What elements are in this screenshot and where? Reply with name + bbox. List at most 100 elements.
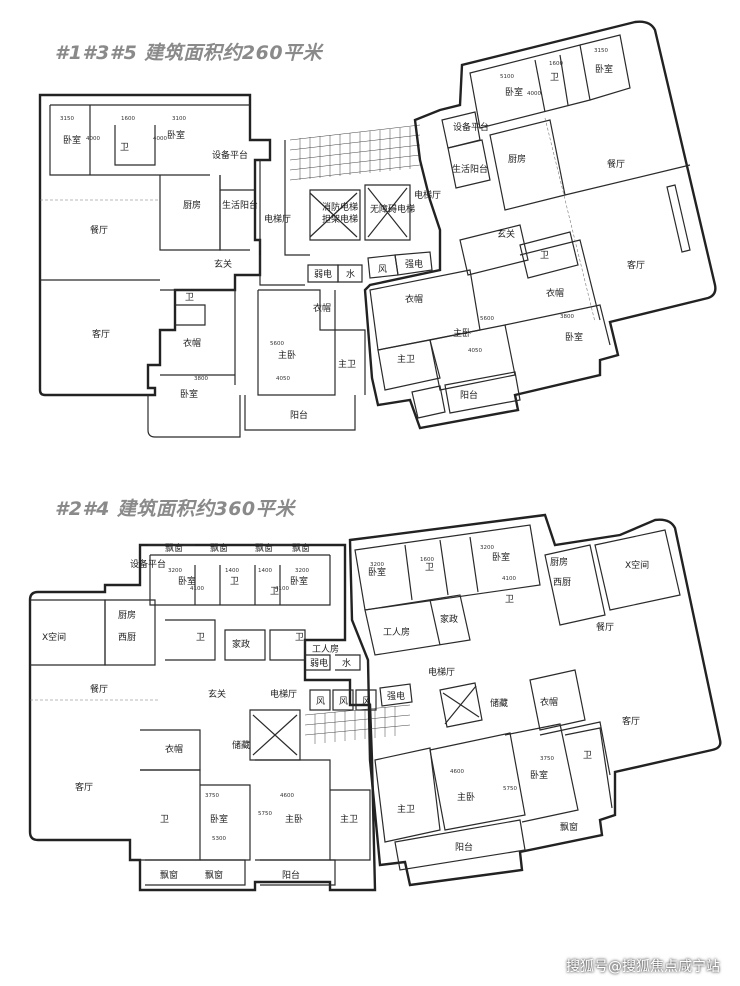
p2-xspace: X空间 <box>42 631 66 643</box>
p1-r-foyer: 玄关 <box>497 228 515 240</box>
p2-dim: 5750 <box>258 811 272 817</box>
plan-2-heading: #2#4 建筑面积约360平米 <box>55 498 295 520</box>
p2-r-master: 主卧 <box>457 791 475 803</box>
p2-dim: 4600 <box>450 769 464 775</box>
p2-bath-a: 卫 <box>230 577 239 587</box>
p2-living: 客厅 <box>75 781 93 793</box>
p2-r-closet: 衣帽 <box>540 696 558 708</box>
p2-dim: 1400 <box>225 568 239 574</box>
p1-r-master-bath: 主卫 <box>397 353 415 365</box>
p1-closet: 衣帽 <box>183 337 201 349</box>
p2-dim: 4600 <box>280 793 294 799</box>
p2-r-master-bath: 主卫 <box>397 803 415 815</box>
p2-bay-a: 飘窗 <box>165 542 183 554</box>
p1-r-bedroom2: 卧室 <box>505 86 523 98</box>
floor-plan-2: 设备平台 飘窗 飘窗 飘窗 飘窗 卧室 卫 卧室 卫 X空间 厨房 西厨 家政 … <box>28 513 722 892</box>
p2-water: 水 <box>342 657 351 669</box>
p1-dim: 4000 <box>527 91 541 97</box>
p1-dim: 5600 <box>480 316 494 322</box>
p1-r-bath: 卫 <box>540 251 549 261</box>
p2-bath-c: 卫 <box>196 633 205 643</box>
p2-r-bath: 卫 <box>425 563 434 573</box>
p2-bath-e: 卫 <box>160 815 169 825</box>
p1-dim: 4000 <box>153 136 167 142</box>
p2-housework: 家政 <box>232 638 250 650</box>
p2-r-lobby: 电梯厅 <box>428 666 455 678</box>
p2-bath-d: 卫 <box>295 633 304 643</box>
p1-dim: 5600 <box>270 341 284 347</box>
p1-kitchen: 厨房 <box>183 199 201 211</box>
p1-lobby-right: 电梯厅 <box>414 189 441 201</box>
p2-wind2: 风 <box>339 696 348 707</box>
watermark: 搜狐号@搜狐焦点咸宁站 <box>566 959 720 975</box>
p1-r-balcony: 阳台 <box>460 389 478 401</box>
p1-dim: 1600 <box>549 61 563 67</box>
p1-dim: 3150 <box>594 48 608 54</box>
p2-dim: 4100 <box>190 586 204 592</box>
p2-bay-d: 飘窗 <box>292 542 310 554</box>
plan-1-heading: #1#3#5 建筑面积约260平米 <box>55 42 323 64</box>
p1-strong: 强电 <box>405 258 423 270</box>
p2-dim: 3200 <box>370 562 384 568</box>
p1-dim: 4050 <box>276 376 290 382</box>
p1-weak: 弱电 <box>314 268 332 280</box>
p1-dim: 1600 <box>121 116 135 122</box>
p1-r-dining: 餐厅 <box>607 158 625 170</box>
p2-bay-f: 飘窗 <box>205 869 223 881</box>
p1-dim: 3100 <box>172 116 186 122</box>
p2-r-balcony: 阳台 <box>455 841 473 853</box>
p1-r-kitchen: 厨房 <box>508 153 526 165</box>
p1-dim: 3800 <box>194 376 208 382</box>
p2-bay-b: 飘窗 <box>210 542 228 554</box>
p2-r-bath2: 卫 <box>505 595 514 605</box>
p2-dim: 4100 <box>275 586 289 592</box>
p2-r-worker: 工人房 <box>383 626 410 638</box>
p2-dim: 4100 <box>502 576 516 582</box>
p2-dim: 3750 <box>205 793 219 799</box>
p2-r-storage: 储藏 <box>490 697 508 709</box>
p2-wind1: 风 <box>316 696 325 707</box>
p2-equip: 设备平台 <box>130 558 166 570</box>
p2-bay-e: 飘窗 <box>160 869 178 881</box>
p2-strong: 强电 <box>387 690 405 702</box>
p1-fire-lift: 消防电梯 <box>322 201 358 213</box>
p2-r-bath3: 卫 <box>583 751 592 761</box>
p1-dim: 4050 <box>468 348 482 354</box>
p1-lobby-left: 电梯厅 <box>264 213 291 225</box>
p2-master: 主卧 <box>285 813 303 825</box>
p2-r-bedroom: 卧室 <box>368 566 386 578</box>
p1-r-master: 主卧 <box>453 327 471 339</box>
p2-dim: 5750 <box>503 786 517 792</box>
p1-r-closet: 衣帽 <box>405 293 423 305</box>
p1-dim: 3800 <box>560 314 574 320</box>
p2-west-kitchen: 西厨 <box>118 632 136 643</box>
p2-bedroom-c: 卧室 <box>210 813 228 825</box>
p1-dining: 餐厅 <box>90 224 108 236</box>
p2-worker: 工人房 <box>312 643 339 655</box>
p1-r-bedroom3: 卧室 <box>595 63 613 75</box>
p1-bedroom-b: 卧室 <box>167 129 185 141</box>
p2-dim: 3200 <box>295 568 309 574</box>
p1-bedroom-c: 卧室 <box>180 388 198 400</box>
p2-r-bay: 飘窗 <box>560 821 578 833</box>
p1-master: 主卧 <box>278 349 296 361</box>
p1-water: 水 <box>346 268 355 280</box>
p2-r-housework: 家政 <box>440 613 458 625</box>
floor-plan-1: 卧室 卫 卧室 设备平台 厨房 生活阳台 餐厅 玄关 客厅 卫 衣帽 卧室 消防… <box>38 20 717 438</box>
p2-bay-c: 飘窗 <box>255 542 273 554</box>
p2-closet: 衣帽 <box>165 743 183 755</box>
p1-bedroom-a: 卧室 <box>63 134 81 146</box>
p2-master-bath: 主卫 <box>340 813 358 825</box>
p1-master-bath: 主卫 <box>338 358 356 370</box>
p1-equip: 设备平台 <box>212 149 248 161</box>
p2-bedroom-a: 卧室 <box>178 575 196 587</box>
p2-foyer: 玄关 <box>208 688 226 700</box>
p1-r-life-balcony: 生活阳台 <box>452 163 488 175</box>
p1-closet-master: 衣帽 <box>313 302 331 314</box>
p1-life-balcony: 生活阳台 <box>222 199 258 211</box>
p2-bedroom-b: 卧室 <box>290 575 308 587</box>
p2-lobby: 电梯厅 <box>270 688 297 700</box>
p2-kitchen: 厨房 <box>118 609 136 621</box>
p2-dim: 3200 <box>168 568 182 574</box>
